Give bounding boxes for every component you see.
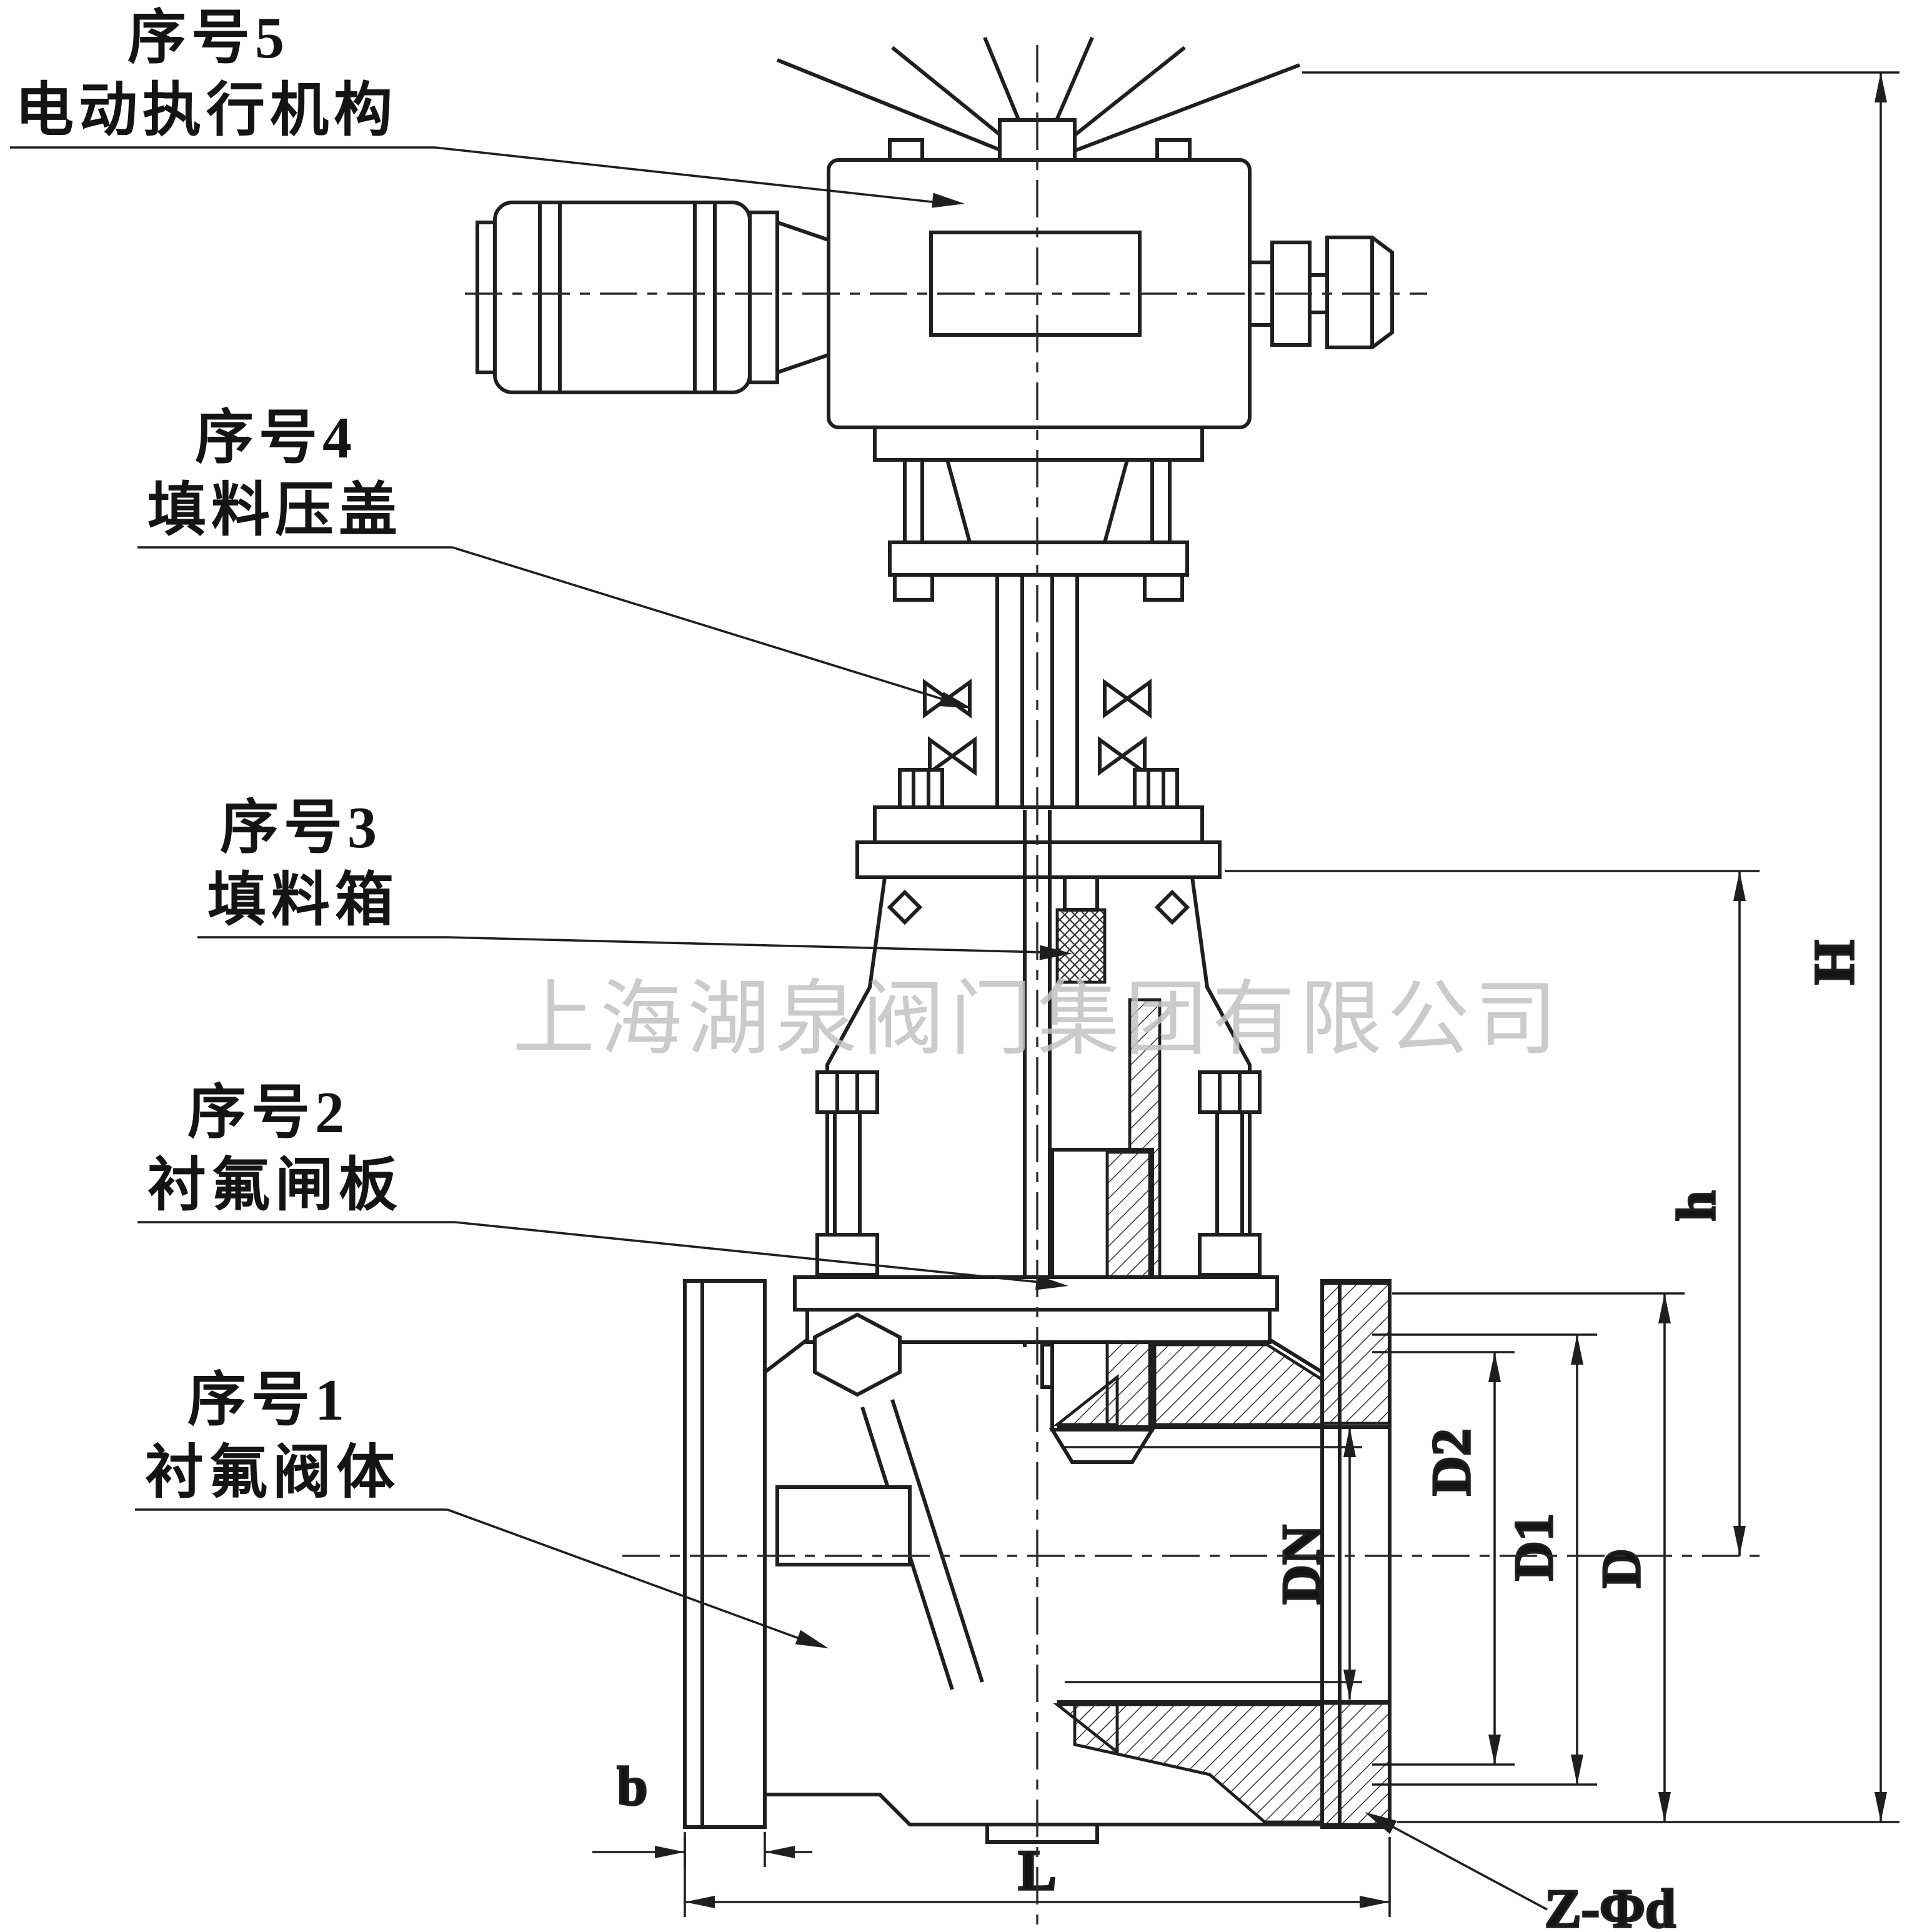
stuffing-box xyxy=(1023,810,1107,1347)
actuator-nameplate xyxy=(929,231,1142,337)
handwheel xyxy=(776,36,1301,167)
callout-3: 序号3 填料箱 xyxy=(197,795,1072,960)
dimension-lines: H h D D1 D2 DN b L Z-Φd xyxy=(592,71,1900,1932)
dim-b: b xyxy=(617,1756,648,1817)
electric-actuator xyxy=(476,138,1394,429)
packing-gland xyxy=(923,679,1152,776)
dim-D: D xyxy=(1591,1548,1652,1588)
callout-2-name: 衬氟闸板 xyxy=(147,1153,402,1218)
centerlines xyxy=(465,45,1760,1925)
callout-4-no: 序号4 xyxy=(195,406,357,471)
body-hex-boss xyxy=(813,1312,902,1397)
callout-5: 序号5 电动执行机构 xyxy=(10,6,965,208)
dim-Z-phi-d: Z-Φd xyxy=(1545,1879,1676,1932)
callout-2: 序号2 衬氟闸板 xyxy=(137,1080,1068,1290)
dim-DN: DN xyxy=(1272,1525,1332,1604)
packing-section xyxy=(1055,908,1107,984)
callout-4-name: 填料压盖 xyxy=(147,478,402,543)
callout-labels: 序号5 电动执行机构 序号4 填料压盖 序号3 填料箱 序号2 衬氟闸板 xyxy=(10,6,1072,1648)
callout-3-name: 填料箱 xyxy=(207,868,399,933)
callout-5-name: 电动执行机构 xyxy=(15,78,397,143)
motor xyxy=(493,201,752,394)
dim-D1: D1 xyxy=(1504,1513,1565,1581)
callout-2-no: 序号2 xyxy=(187,1080,349,1145)
body-tag xyxy=(775,1485,912,1566)
callout-1-name: 衬氟阀体 xyxy=(145,1440,400,1505)
watermark: 上海湖泉阀门集团有限公司 xyxy=(512,973,1562,1065)
handwheel-spokes xyxy=(776,36,1301,167)
callout-5-no: 序号5 xyxy=(127,6,289,71)
left-flange xyxy=(683,1279,767,1829)
dim-H: H xyxy=(1802,940,1866,985)
callout-4: 序号4 填料压盖 xyxy=(137,406,972,709)
actuator-mount-yoke xyxy=(873,426,1204,602)
yoke-flange xyxy=(855,768,1222,879)
callout-3-no: 序号3 xyxy=(220,795,382,860)
dim-D2: D2 xyxy=(1422,1428,1482,1496)
manual-override-knob xyxy=(1325,236,1394,349)
callout-1: 序号1 衬氟阀体 xyxy=(135,1368,829,1648)
callout-1-no: 序号1 xyxy=(187,1368,349,1433)
dim-h: h xyxy=(1666,1191,1727,1222)
